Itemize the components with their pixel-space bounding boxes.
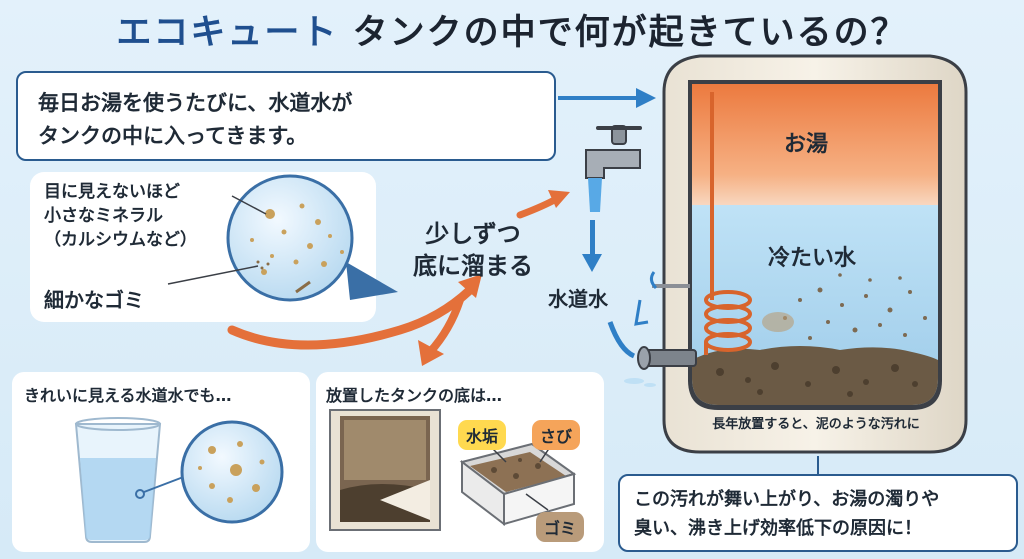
cause-caption: この汚れが舞い上がり、お湯の濁りや 臭い、沸き上げ効率低下の原因に！	[618, 474, 1018, 552]
intro-line-2: タンクの中に入ってきます。	[38, 124, 308, 148]
arrow-accumulate-sweep	[227, 285, 475, 350]
intro-callout: 毎日お湯を使うたびに、水道水が タンクの中に入ってきます。	[16, 71, 556, 161]
minerals-label: 目に見えないほど 小さなミネラル （カルシウムなど）	[44, 180, 197, 252]
title-product: エコキュート	[116, 13, 339, 53]
heating-coil	[704, 92, 752, 355]
arrow-faucet-down	[582, 220, 602, 272]
cutaway-tank-icon	[329, 409, 441, 531]
accumulate-line-1: 少しずつ	[425, 220, 521, 248]
glass-panel-title: きれいに見える水道水でも…	[24, 386, 232, 405]
minerals-label-line-3: （カルシウムなど）	[44, 230, 197, 250]
hot-water-label: お湯	[784, 132, 829, 157]
minerals-label-line-2: 小さなミネラル	[44, 206, 163, 226]
page-title: エコキュート タンクの中で何が起きているの？	[0, 4, 1024, 55]
caption-line-1: この汚れが舞い上がり、お湯の濁りや	[634, 489, 940, 510]
arrow-tapwater-to-pipe	[607, 321, 636, 359]
faucet-icon	[585, 125, 642, 212]
tag-rust: さび	[532, 420, 581, 450]
intro-line-1: 毎日お湯を使うたびに、水道水が	[38, 91, 353, 115]
accumulate-line-2: 底に溜まる	[413, 252, 533, 280]
tap-water-label: 水道水	[548, 287, 608, 311]
arrow-intro-to-tank	[558, 88, 656, 108]
dust-label: 細かなゴミ	[44, 288, 144, 312]
hot-water-zone	[692, 84, 938, 205]
magnified-water-bubble	[226, 174, 354, 302]
minerals-label-line-1: 目に見えないほど	[44, 182, 180, 202]
title-question: タンクの中で何が起きているの？	[352, 13, 908, 53]
tag-dust: ゴミ	[536, 512, 585, 542]
tank-sediment-text: 長年放置すると、泥のような汚れに	[712, 417, 920, 432]
sediment-layer	[692, 346, 938, 405]
sediment-box-icon	[459, 442, 577, 527]
tank-bottom-panel-title: 放置したタンクの底は…	[326, 386, 503, 405]
water-glass-icon	[74, 417, 162, 543]
arrow-to-faucet	[516, 194, 562, 219]
accumulate-label: 少しずつ 底に溜まる	[398, 218, 548, 282]
tag-scale: 水垢	[458, 420, 507, 450]
cold-water-label: 冷たい水	[768, 246, 857, 271]
caption-line-2: 臭い、沸き上げ効率低下の原因に！	[634, 518, 922, 539]
